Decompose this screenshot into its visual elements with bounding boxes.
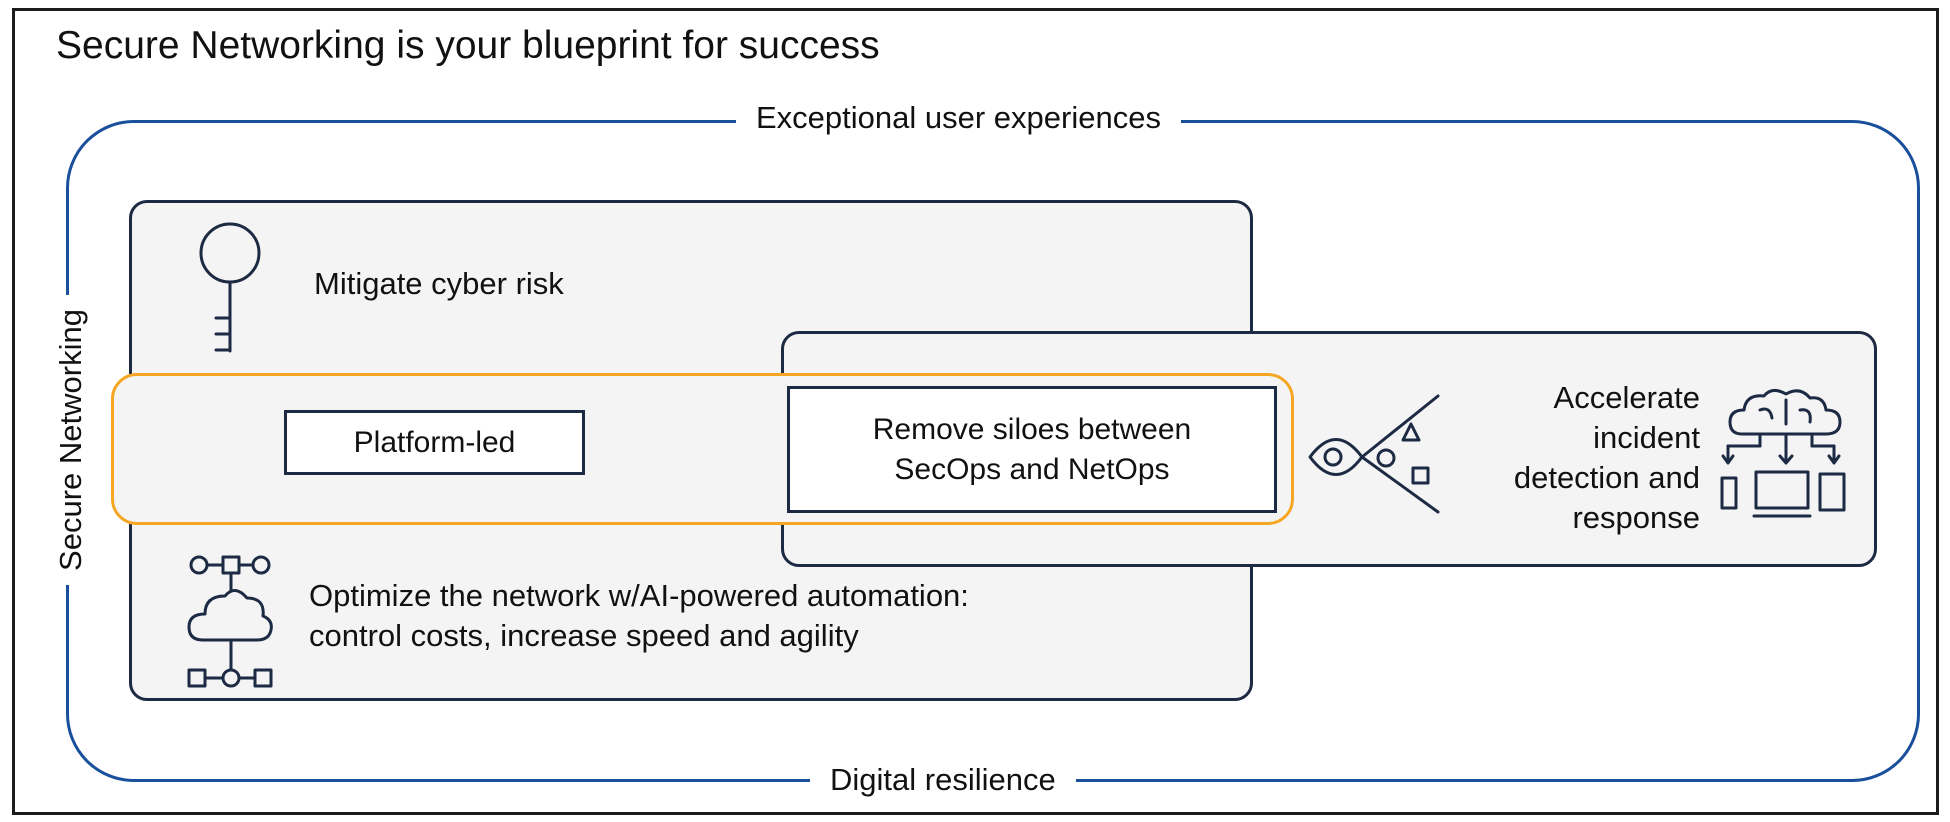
silos-line-1: Remove siloes between <box>872 412 1192 446</box>
optimize-line-2: control costs, increase speed and agilit… <box>309 618 859 653</box>
accelerate-line-1: Accelerate <box>1553 380 1700 415</box>
page-title: Secure Networking is your blueprint for … <box>56 24 880 67</box>
eye-shapes-icon <box>1308 394 1440 514</box>
accelerate-label: Accelerate incident detection and respon… <box>1440 378 1700 538</box>
remove-silos-box: Remove siloes between SecOps and NetOps <box>787 386 1277 513</box>
accelerate-line-4: response <box>1572 500 1700 535</box>
accelerate-line-3: detection and <box>1513 460 1700 495</box>
mitigate-risk-label: Mitigate cyber risk <box>314 266 564 301</box>
top-label: Exceptional user experiences <box>736 98 1181 138</box>
cloud-devices-icon <box>1720 389 1846 518</box>
accelerate-line-2: incident <box>1593 420 1700 455</box>
platform-led-box: Platform-led <box>284 410 585 475</box>
key-icon <box>199 222 261 353</box>
platform-led-label: Platform-led <box>353 425 516 459</box>
bottom-label: Digital resilience <box>810 760 1076 800</box>
optimize-line-1: Optimize the network w/AI-powered automa… <box>309 578 969 613</box>
side-label: Secure Networking <box>51 295 91 585</box>
cloud-network-icon <box>187 555 273 688</box>
optimize-network-label: Optimize the network w/AI-powered automa… <box>309 576 969 656</box>
silos-line-2: SecOps and NetOps <box>894 452 1170 486</box>
